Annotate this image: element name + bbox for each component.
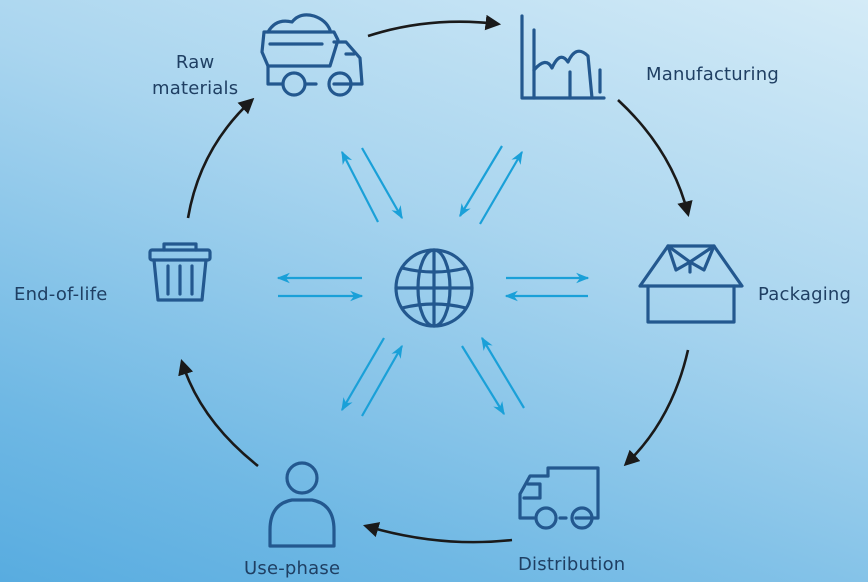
cycle-arrow-packaging-to-distribution [623,349,690,467]
dump-truck-icon [260,13,364,97]
person-icon [268,461,336,548]
cycle-arrow-use-to-eol [178,359,259,468]
exchange-arrow [361,344,403,417]
cycle-arrow-manufacturing-to-packaging [617,99,693,218]
factory-icon [520,14,606,100]
exchange-arrow [479,150,523,225]
cycle-arrow-eol-to-raw [186,97,255,219]
exchange-arrow [459,145,503,218]
delivery-truck-icon [518,466,600,530]
label-packaging: Packaging [758,284,852,305]
label-manufacturing: Manufacturing [646,64,779,85]
label-distribution: Distribution [518,554,626,575]
trash-bin-icon [148,242,212,302]
exchange-arrow [481,336,525,409]
label-end-of-life: End-of-life [14,284,108,305]
label-raw-line2: materials [152,78,239,99]
exchange-arrow [341,337,385,412]
exchange-arrow [461,345,505,416]
cycle-arrow-distribution-to-use [363,522,513,544]
label-use-phase: Use-phase [244,558,341,579]
globe-icon [394,248,474,328]
label-raw-materials: Raw materials [152,50,238,102]
cycle-arrow-raw-to-manufacturing [367,14,502,38]
exchange-arrows [276,145,590,417]
box-icon [638,244,744,324]
label-raw-line1: Raw [175,52,215,73]
exchange-arrow [361,147,403,220]
exchange-arrow [341,150,379,223]
